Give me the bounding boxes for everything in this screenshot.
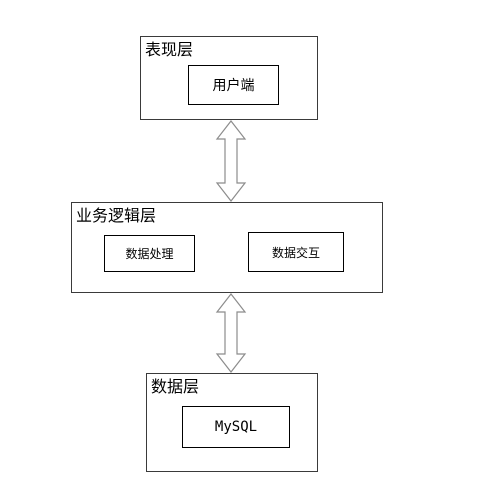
- double-arrow-bottom: [215, 293, 247, 373]
- business-logic-layer: 业务逻辑层 数据处理 数据交互: [71, 202, 383, 293]
- business-logic-layer-title: 业务逻辑层: [76, 206, 157, 225]
- data-interaction-box: 数据交互: [248, 232, 344, 272]
- data-layer-title: 数据层: [151, 377, 200, 396]
- double-arrow-top: [215, 120, 247, 202]
- client-box: 用户端: [188, 65, 279, 105]
- data-layer: 数据层 MySQL: [146, 373, 318, 472]
- presentation-layer-title: 表现层: [145, 40, 194, 59]
- mysql-box: MySQL: [182, 406, 290, 448]
- presentation-layer: 表现层 用户端: [140, 36, 318, 120]
- data-processing-box: 数据处理: [104, 235, 195, 272]
